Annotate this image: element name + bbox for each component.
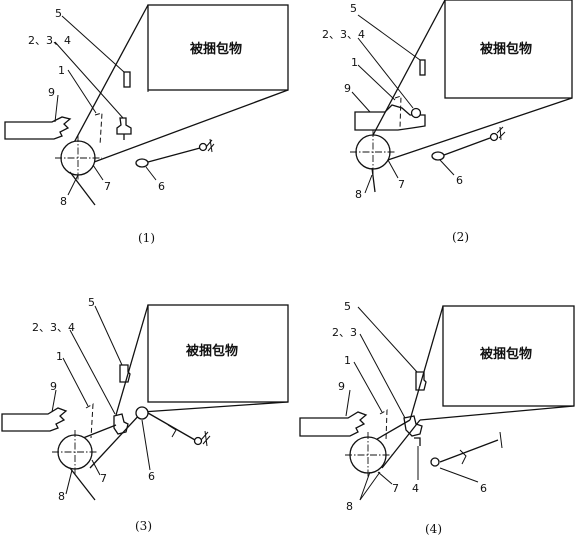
package-box	[444, 0, 573, 99]
part-5-clip	[119, 364, 131, 383]
strap-tail	[371, 167, 376, 193]
label-1: 1	[344, 354, 351, 367]
strap-lower	[77, 89, 289, 169]
label-8: 8	[60, 195, 67, 208]
label-234: 2、3、4	[322, 28, 365, 41]
hand-icon	[4, 116, 72, 140]
part-1-guide	[379, 409, 388, 441]
panel-3: 被捆包物 5 2、3、4 1 9 7 6 8 (3)	[1, 296, 289, 533]
package-box-label: 被捆包物	[479, 346, 532, 362]
part-5-clip	[123, 71, 131, 88]
part-4-cutter	[414, 437, 421, 446]
lever-pivot	[489, 132, 499, 142]
label-5: 5	[344, 300, 351, 313]
label-9: 9	[50, 380, 57, 393]
strap-upper	[409, 305, 444, 421]
label-9: 9	[338, 380, 345, 393]
part-1-guide	[85, 403, 94, 439]
strap-lower	[372, 97, 573, 166]
part-23-sealer	[403, 415, 423, 437]
label-9: 9	[48, 86, 55, 99]
tension-lever	[147, 412, 196, 441]
strap-tail	[69, 467, 96, 501]
package-box	[442, 305, 575, 407]
label-5: 5	[88, 296, 95, 309]
strap-tail	[69, 171, 96, 206]
label-7: 7	[104, 180, 111, 193]
label-234: 2、3、4	[32, 321, 75, 334]
ground-hatch-icon	[499, 431, 503, 449]
part-1-guide	[394, 95, 402, 129]
label-234: 2、3、4	[28, 34, 71, 47]
tension-pulley	[430, 457, 440, 467]
caption-2: (2)	[452, 230, 469, 244]
ground-hatch-icon	[200, 430, 211, 447]
label-7: 7	[100, 472, 107, 485]
part-234-sealer	[116, 117, 132, 135]
caption-4: (4)	[425, 522, 442, 536]
hand-icon	[1, 407, 68, 432]
part-5-clip	[419, 59, 426, 76]
lever-pivot	[198, 142, 208, 152]
label-23: 2、3	[332, 326, 357, 339]
panel-4: 被捆包物 5 2、3 1 9 7 4 6 8 (4)	[299, 300, 575, 536]
label-8: 8	[355, 188, 362, 201]
label-5: 5	[350, 2, 357, 15]
label-1: 1	[56, 350, 63, 363]
label-8: 8	[346, 500, 353, 513]
ground-hatch-icon	[496, 126, 506, 141]
label-8: 8	[58, 490, 65, 503]
panel-2: 被捆包物 5 2、3、4 1 9 7 6 8 (2)	[322, 0, 573, 244]
package-box-label: 被捆包物	[189, 41, 242, 57]
caption-1: (1)	[138, 231, 155, 245]
label-7: 7	[398, 178, 405, 191]
hand-icon	[299, 411, 368, 437]
label-6: 6	[480, 482, 487, 495]
label-7: 7	[392, 482, 399, 495]
strap-lower	[419, 405, 575, 421]
tension-pulley	[135, 406, 149, 420]
part-234-sealer	[410, 107, 422, 119]
label-1: 1	[58, 64, 65, 77]
tension-pulley	[431, 151, 445, 161]
label-9: 9	[344, 82, 351, 95]
panel-1: 被捆包物 5 2、3、4 1 9 7	[4, 4, 289, 245]
package-box-label: 被捆包物	[479, 41, 532, 57]
label-6: 6	[456, 174, 463, 187]
label-6: 6	[158, 180, 165, 193]
tension-lever	[147, 147, 201, 163]
package-box	[147, 304, 289, 403]
strap-upper	[69, 4, 149, 151]
package-box-label: 被捆包物	[185, 343, 238, 359]
part-1-guide	[94, 112, 103, 146]
lever-pivot	[193, 436, 203, 446]
part-234-sealer	[113, 413, 129, 435]
tension-lever	[439, 439, 499, 463]
strap-upper	[371, 0, 446, 138]
label-5: 5	[55, 7, 62, 20]
ground-hatch-icon	[205, 138, 215, 153]
part-5-clip	[415, 371, 427, 391]
package-box	[147, 4, 289, 91]
strap-upper	[115, 304, 149, 416]
hand-icon	[354, 104, 426, 131]
tension-pulley	[135, 158, 149, 168]
label-1: 1	[351, 56, 358, 69]
label-6: 6	[148, 470, 155, 483]
tension-lever	[443, 137, 491, 156]
strap-lower	[141, 401, 289, 413]
caption-3: (3)	[135, 519, 152, 533]
label-4: 4	[412, 482, 419, 495]
